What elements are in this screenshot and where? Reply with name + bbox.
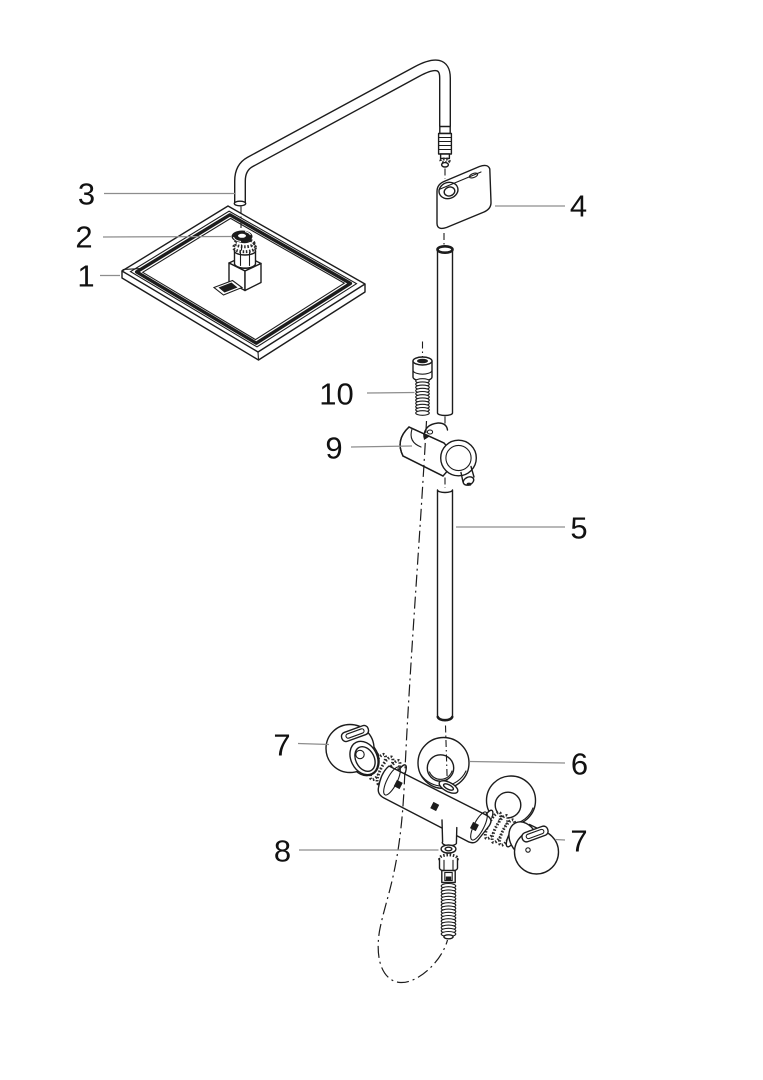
callout-8: 8 bbox=[273, 833, 292, 868]
upper-rail-pipe bbox=[436, 245, 454, 417]
callout-1: 1 bbox=[77, 258, 95, 293]
leader-lines bbox=[100, 192, 566, 851]
handle-left bbox=[325, 723, 380, 777]
callout-6: 6 bbox=[570, 746, 589, 781]
clamp-screw bbox=[412, 341, 433, 416]
leader-line-9 bbox=[350, 445, 413, 448]
hose-spring-guard bbox=[440, 882, 457, 940]
handle-left-grip-slot bbox=[340, 724, 370, 743]
callout-9: 9 bbox=[325, 430, 343, 466]
callout-4: 4 bbox=[569, 188, 588, 224]
leader-line-2 bbox=[102, 235, 233, 238]
head-centerline bbox=[240, 206, 243, 251]
leader-line-6 bbox=[469, 760, 566, 764]
leader-line-10 bbox=[366, 391, 415, 394]
hose-centerline-loop bbox=[377, 420, 449, 984]
washer-seal bbox=[231, 230, 253, 243]
callout-5: 5 bbox=[570, 510, 588, 545]
callout-7-left: 7 bbox=[273, 727, 291, 762]
handle-right-grip-slot bbox=[521, 825, 549, 843]
leader-line-7-left bbox=[297, 742, 330, 746]
hose-gasket bbox=[440, 844, 457, 854]
hand-shower-slider bbox=[399, 422, 478, 486]
thermostat-mixer bbox=[325, 723, 560, 875]
head-label-chip bbox=[212, 279, 244, 296]
handle-right bbox=[508, 821, 560, 875]
valve-centerline bbox=[444, 725, 449, 791]
callout-3: 3 bbox=[77, 176, 96, 212]
valve-body bbox=[377, 765, 492, 847]
shower-arm bbox=[233, 59, 453, 207]
callout-7-right: 7 bbox=[570, 823, 588, 858]
callout-2: 2 bbox=[75, 219, 93, 254]
overhead-shower-head bbox=[121, 205, 366, 361]
wall-bracket bbox=[436, 164, 492, 246]
hose-connector bbox=[438, 853, 459, 940]
leader-line-7-right bbox=[554, 838, 566, 841]
screw-spring bbox=[415, 378, 430, 416]
callout-10: 10 bbox=[319, 376, 354, 412]
arm-threaded-connector bbox=[437, 125, 453, 168]
shower-rail-pipe bbox=[436, 489, 454, 722]
